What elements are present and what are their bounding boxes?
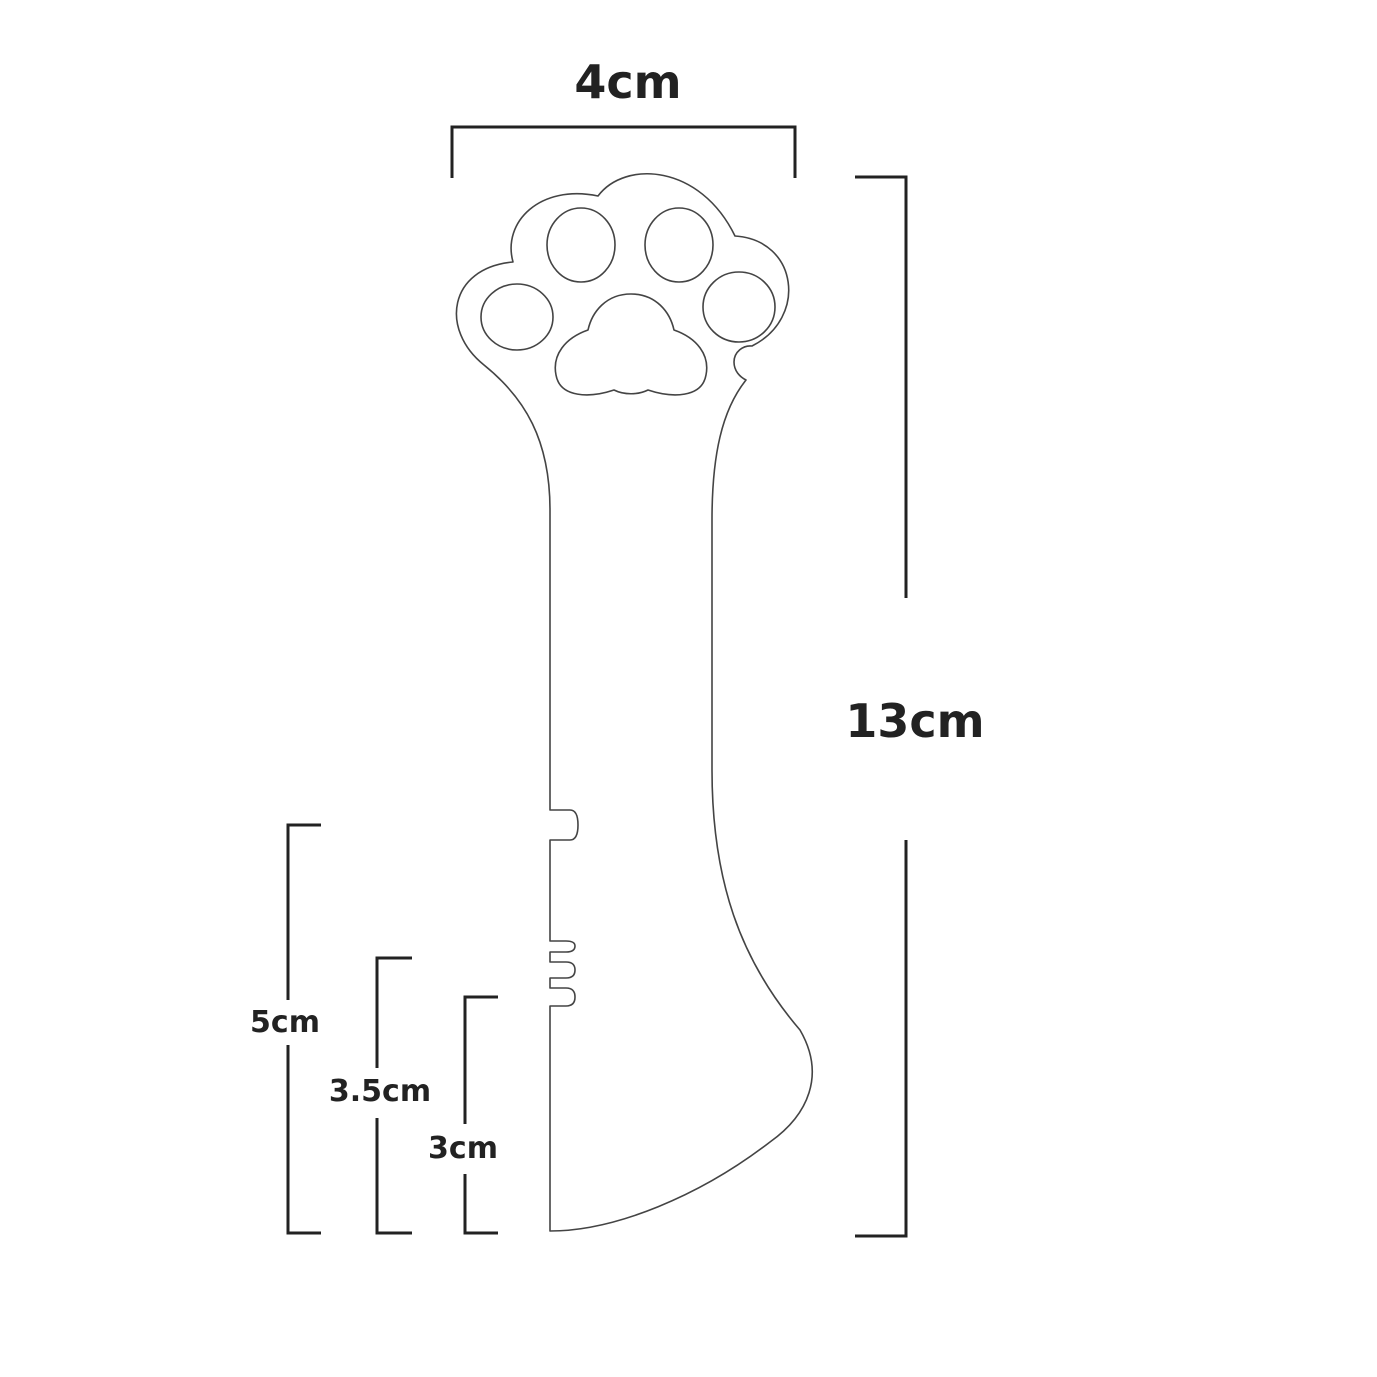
spoon-outline bbox=[455, 172, 814, 1232]
bracket-5cm-bottom bbox=[286, 1045, 321, 1235]
toe-inner-left bbox=[546, 207, 616, 283]
bracket-3-5cm-bottom bbox=[375, 1118, 412, 1235]
height-dimension: 13cm bbox=[845, 175, 985, 1238]
dimension-3-5cm: 3.5cm bbox=[329, 956, 431, 1235]
main-pad bbox=[554, 293, 708, 396]
label-3cm: 3cm bbox=[428, 1131, 498, 1166]
height-label: 13cm bbox=[845, 694, 984, 748]
bracket-3cm-top bbox=[463, 995, 498, 1124]
label-5cm: 5cm bbox=[250, 1005, 320, 1040]
height-bracket-bottom bbox=[855, 840, 908, 1238]
height-bracket-top bbox=[855, 175, 908, 598]
width-label: 4cm bbox=[574, 55, 681, 109]
bracket-3cm-bottom bbox=[463, 1174, 498, 1235]
dimension-5cm: 5cm bbox=[250, 823, 321, 1235]
toe-outer-left bbox=[480, 283, 554, 351]
label-3-5cm: 3.5cm bbox=[329, 1074, 431, 1109]
width-dimension: 4cm bbox=[450, 55, 797, 178]
toe-inner-right bbox=[644, 207, 714, 283]
spoon-body-outline bbox=[455, 172, 814, 1232]
bracket-5cm-top bbox=[286, 823, 321, 1000]
dimension-3cm: 3cm bbox=[428, 995, 498, 1235]
bracket-3-5cm-top bbox=[375, 956, 412, 1068]
width-bracket bbox=[450, 125, 797, 178]
toe-outer-right bbox=[702, 271, 776, 343]
